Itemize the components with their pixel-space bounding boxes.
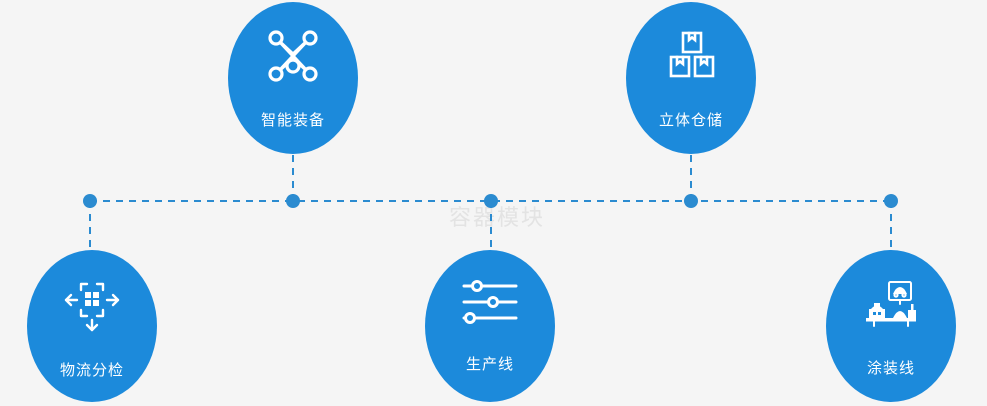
node-label: 物流分检 — [59, 362, 124, 379]
junction-dot-center — [484, 194, 498, 208]
node-intelligent-equipment[interactable]: 智能装备 — [228, 2, 358, 154]
node-production-line[interactable]: 生产线 — [425, 250, 555, 402]
painting-machine-icon — [862, 280, 920, 335]
node-painting-line[interactable]: 涂装线 — [826, 250, 956, 402]
node-label: 生产线 — [465, 356, 514, 373]
node-label: 涂装线 — [866, 360, 915, 377]
stacked-boxes-icon — [664, 30, 718, 87]
junction-dot-left — [83, 194, 97, 208]
sliders-icon — [461, 280, 519, 331]
network-nodes-icon — [265, 30, 321, 87]
junction-dot-right — [884, 194, 898, 208]
junction-dot-warehouse — [684, 194, 698, 208]
watermark-text: 容器模块 — [448, 205, 545, 230]
sorting-arrows-icon — [63, 280, 121, 337]
node-stereo-warehouse[interactable]: 立体仓储 — [626, 2, 756, 154]
junction-dot-intelligent — [286, 194, 300, 208]
node-logistics-sorting[interactable]: 物流分检 — [27, 250, 157, 402]
node-label: 智能装备 — [260, 112, 325, 129]
node-label: 立体仓储 — [658, 112, 723, 129]
